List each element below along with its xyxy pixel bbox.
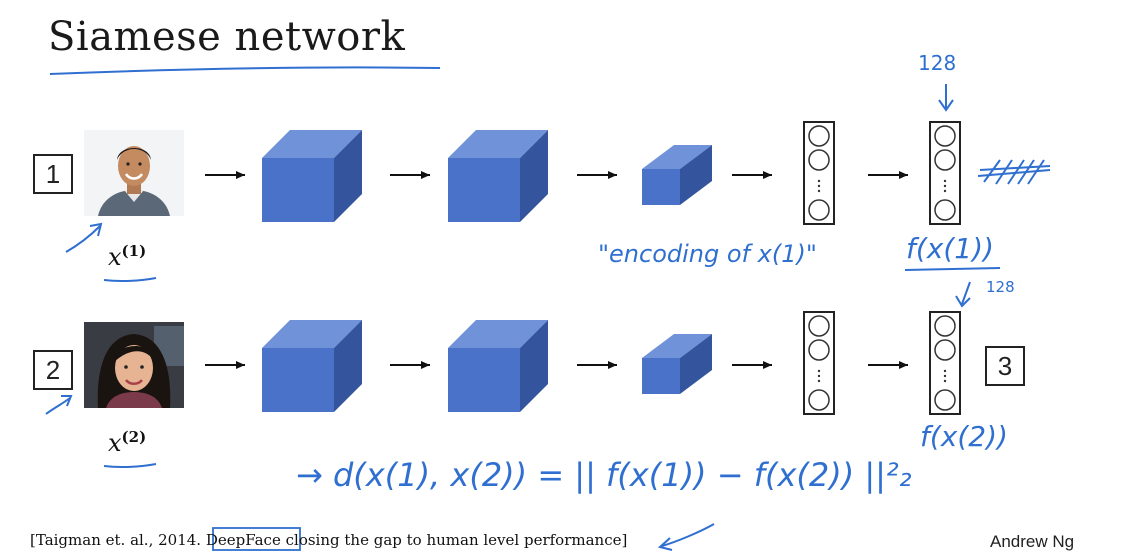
face-photo-woman (84, 322, 184, 408)
input-label-sup: (2) (121, 428, 147, 446)
input-number-box: 1 (33, 154, 73, 194)
conv-block-cube (262, 320, 362, 412)
input-label-base: x (108, 243, 122, 271)
citation-suffix: closing the gap to human level performan… (285, 531, 628, 549)
conv-block-cube-small (642, 334, 712, 394)
neuron-column-icon (929, 311, 961, 415)
dimension-label-mid: 128 (986, 278, 1015, 296)
dimension-label-top: 128 (918, 51, 956, 75)
input-label-base: x (108, 429, 122, 457)
face-photo-man (84, 130, 184, 216)
f-x1-label: f(x(1)) (906, 232, 994, 265)
input-label-x2: x(2) (108, 428, 146, 457)
face-photo-woman-image (84, 322, 184, 408)
conv-block-cube (448, 320, 548, 412)
citation-highlight: DeepFace (205, 531, 281, 549)
distance-formula: → d(x(1), x(2)) = || f(x(1)) − f(x(2)) |… (296, 456, 912, 494)
citation: [Taigman et. al., 2014. DeepFace closing… (30, 531, 627, 549)
conv-block-cube-small (642, 145, 712, 205)
neuron-column-icon (803, 121, 835, 225)
conv-block-cube (262, 130, 362, 222)
output-number-box: 3 (985, 346, 1025, 386)
encoding-note: "encoding of x(1)" (598, 240, 817, 268)
input-number-box: 2 (33, 350, 73, 390)
handwritten-annotations (45, 84, 1051, 551)
f-x2-label: f(x(2)) (920, 420, 1008, 453)
conv-block-cube (448, 130, 548, 222)
citation-prefix: [Taigman et. al., 2014. (30, 531, 202, 549)
author-credit: Andrew Ng (990, 532, 1075, 551)
title-underline (49, 66, 441, 75)
face-photo-man-image (84, 130, 184, 216)
input-label-x1: x(1) (108, 242, 146, 271)
neuron-column-icon (803, 311, 835, 415)
slide-title: Siamese network (48, 14, 406, 60)
input-label-sup: (1) (121, 242, 147, 260)
neuron-column-icon (929, 121, 961, 225)
